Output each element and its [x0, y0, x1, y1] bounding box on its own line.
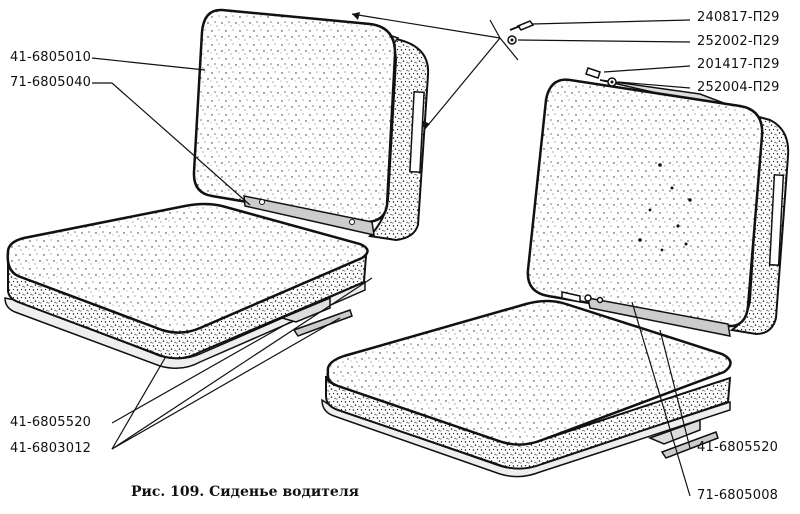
label-hinge-right: 71-6805008 — [697, 488, 779, 503]
label-cushion-left: 41-6803012 — [10, 441, 92, 456]
label-hinge-left: 71-6805040 — [10, 75, 92, 90]
label-bolt-240817: 240817-П29 — [697, 10, 780, 25]
label-bracket-left: 41-6805520 — [10, 415, 92, 430]
leader-arrowheads — [352, 12, 430, 130]
label-bolt-201417: 201417-П29 — [697, 57, 780, 72]
right-cushion — [321, 299, 732, 478]
label-washer-252002: 252002-П29 — [697, 34, 780, 49]
label-bracket-right: 41-6805520 — [697, 440, 779, 455]
right-backrest — [526, 78, 790, 337]
left-backrest — [192, 8, 430, 242]
left-cushion — [4, 202, 369, 369]
label-washer-252004: 252004-П29 — [697, 80, 780, 95]
figure-caption: Рис. 109. Сиденье водителя — [131, 484, 360, 500]
leader-lines — [91, 13, 691, 497]
label-backrest-left: 41-6805010 — [10, 50, 92, 65]
top-fasteners — [507, 20, 617, 87]
